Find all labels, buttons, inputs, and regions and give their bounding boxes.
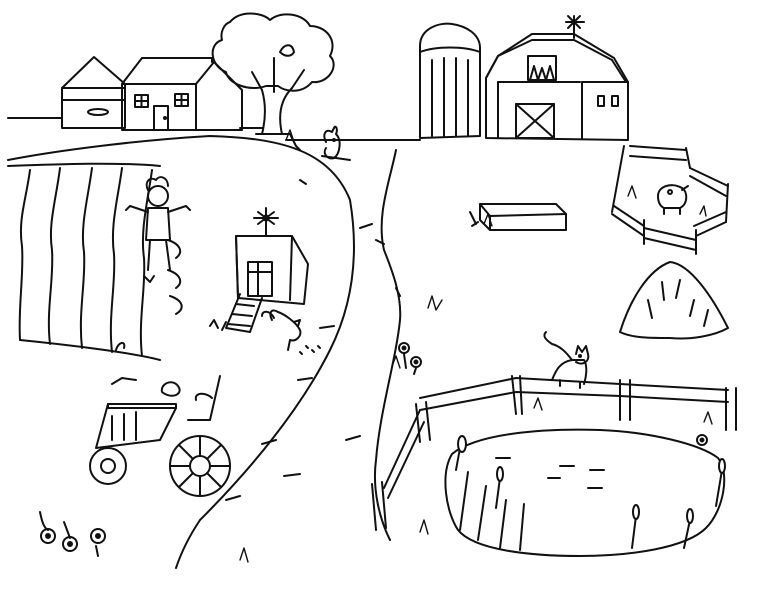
rabbit bbox=[321, 125, 351, 161]
barn bbox=[485, 33, 629, 141]
dirt-road bbox=[7, 135, 402, 569]
silo bbox=[419, 22, 481, 139]
weathervane-barn bbox=[565, 15, 585, 39]
pigpen bbox=[611, 145, 729, 255]
tree bbox=[211, 12, 335, 151]
cattails bbox=[455, 435, 726, 549]
fence bbox=[371, 375, 737, 531]
weathervane-coop bbox=[253, 207, 279, 237]
pig bbox=[657, 184, 689, 215]
scarecrow bbox=[125, 176, 191, 283]
chicken-coop bbox=[209, 235, 309, 333]
pond bbox=[444, 428, 726, 557]
feed-trough bbox=[469, 203, 567, 231]
cat bbox=[543, 331, 590, 389]
farmhouse bbox=[61, 56, 243, 131]
haystack bbox=[619, 261, 729, 340]
crop-field bbox=[7, 162, 183, 361]
flowers bbox=[39, 342, 708, 557]
grass-tufts bbox=[239, 129, 713, 563]
horizon-lines bbox=[7, 117, 421, 141]
rooster bbox=[261, 309, 321, 355]
tractor bbox=[89, 375, 231, 497]
